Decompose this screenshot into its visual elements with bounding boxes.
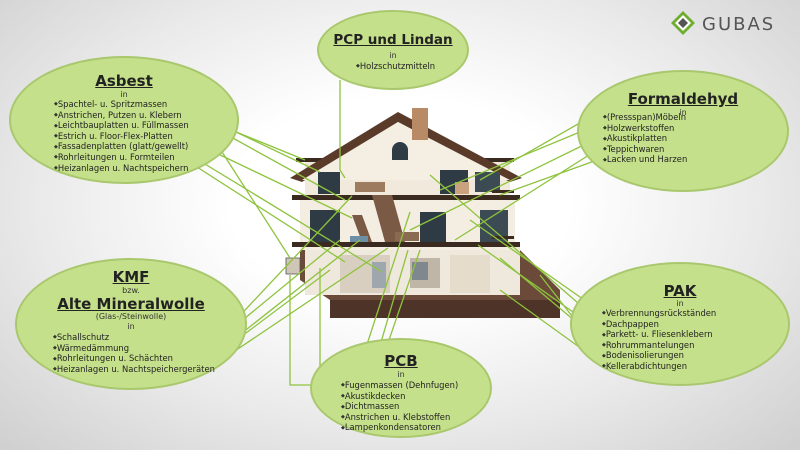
kmf-subtitle: (Glas-/Steinwolle) [95, 312, 167, 321]
formaldehyd-title: Formaldehyd [627, 90, 739, 108]
asbest-title: Asbest [95, 72, 153, 90]
kmf-item: Heizanlagen u. Nachtspeichergeräten [53, 364, 215, 375]
pak-item: Rohrummantelungen [602, 340, 716, 351]
kmf-item: Rohrleitungen u. Schächten [53, 353, 215, 364]
asbest-list: Spachtel- u. Spritzmassen Anstrichen, Pu… [54, 99, 189, 173]
kmf-in: in [127, 322, 135, 331]
logo-wordmark: GUBAS [702, 14, 776, 35]
pak-title: PAK [663, 282, 697, 300]
pak-item: Bodenisolierungen [602, 350, 716, 361]
pak-item: Kellerabdichtungen [602, 361, 716, 372]
kmf-title-2: Alte Mineralwolle [57, 295, 205, 313]
asbest-item: Rohrleitungen u. Formteilen [54, 152, 189, 163]
kmf-item: Wärmedämmung [53, 343, 215, 354]
pcb-item: Akustikdecken [341, 391, 458, 402]
formaldehyd-list: (Pressspan)Möbeln Holzwerkstoffen Akusti… [603, 112, 687, 165]
pcb-item: Fugenmassen (Dehnfugen) [341, 380, 458, 391]
kmf-bzw: bzw. [122, 286, 140, 295]
pak-item: Dachpappen [602, 319, 716, 330]
asbest-in: in [120, 90, 128, 99]
asbest-item: Estrich u. Floor-Flex-Platten [54, 131, 189, 142]
pak-list: Verbrennungsrückständen Dachpappen Parke… [602, 308, 716, 372]
asbest-item: Spachtel- u. Spritzmassen [54, 99, 189, 110]
pak-in: in [676, 299, 684, 308]
pcp-in: in [389, 51, 397, 60]
asbest-item: Heizanlagen u. Nachtspeichern [54, 163, 189, 174]
pcb-list: Fugenmassen (Dehnfugen) Akustikdecken Di… [341, 380, 458, 433]
bubble-pcp-lindan: PCP und Lindan in Holzschutzmitteln [317, 10, 469, 90]
kmf-title: KMF [112, 268, 150, 286]
bubble-asbest: Asbest in Spachtel- u. Spritzmassen Anst… [9, 56, 239, 184]
pcp-list: Holzschutzmitteln [356, 61, 435, 72]
formaldehyd-item: Lacken und Harzen [603, 154, 687, 165]
bubble-pak: PAK in Verbrennungsrückständen Dachpappe… [570, 262, 790, 386]
formaldehyd-item: Teppichwaren [603, 144, 687, 155]
formaldehyd-item: (Pressspan)Möbeln [603, 112, 687, 123]
kmf-item: Schallschutz [53, 332, 215, 343]
pcb-item: Anstrichen u. Klebstoffen [341, 412, 458, 423]
pak-item: Parkett- u. Fliesenklebern [602, 329, 716, 340]
pcp-item: Holzschutzmitteln [356, 61, 435, 72]
gubas-logo-mark-icon [671, 11, 695, 35]
pcp-title: PCP und Lindan [333, 32, 453, 48]
formaldehyd-item: Akustikplatten [603, 133, 687, 144]
pcb-item: Dichtmassen [341, 401, 458, 412]
kmf-list: Schallschutz Wärmedämmung Rohrleitungen … [53, 332, 215, 374]
pcb-in: in [397, 370, 405, 379]
asbest-item: Anstrichen, Putzen u. Klebern [54, 110, 189, 121]
bubble-kmf: KMF bzw. Alte Mineralwolle (Glas-/Steinw… [15, 258, 247, 390]
asbest-item: Fassadenplatten (glatt/gewellt) [54, 141, 189, 152]
formaldehyd-item: Holzwerkstoffen [603, 123, 687, 134]
pcb-title: PCB [384, 352, 418, 370]
asbest-item: Leichtbauplatten u. Füllmassen [54, 120, 189, 131]
pak-item: Verbrennungsrückständen [602, 308, 716, 319]
bubble-pcb: PCB in Fugenmassen (Dehnfugen) Akustikde… [310, 338, 492, 438]
pcb-item: Lampenkondensatoren [341, 422, 458, 433]
bubble-formaldehyd: Formaldehyd in (Pressspan)Möbeln Holzwer… [577, 70, 789, 192]
gubas-logo: GUBAS [670, 10, 790, 38]
